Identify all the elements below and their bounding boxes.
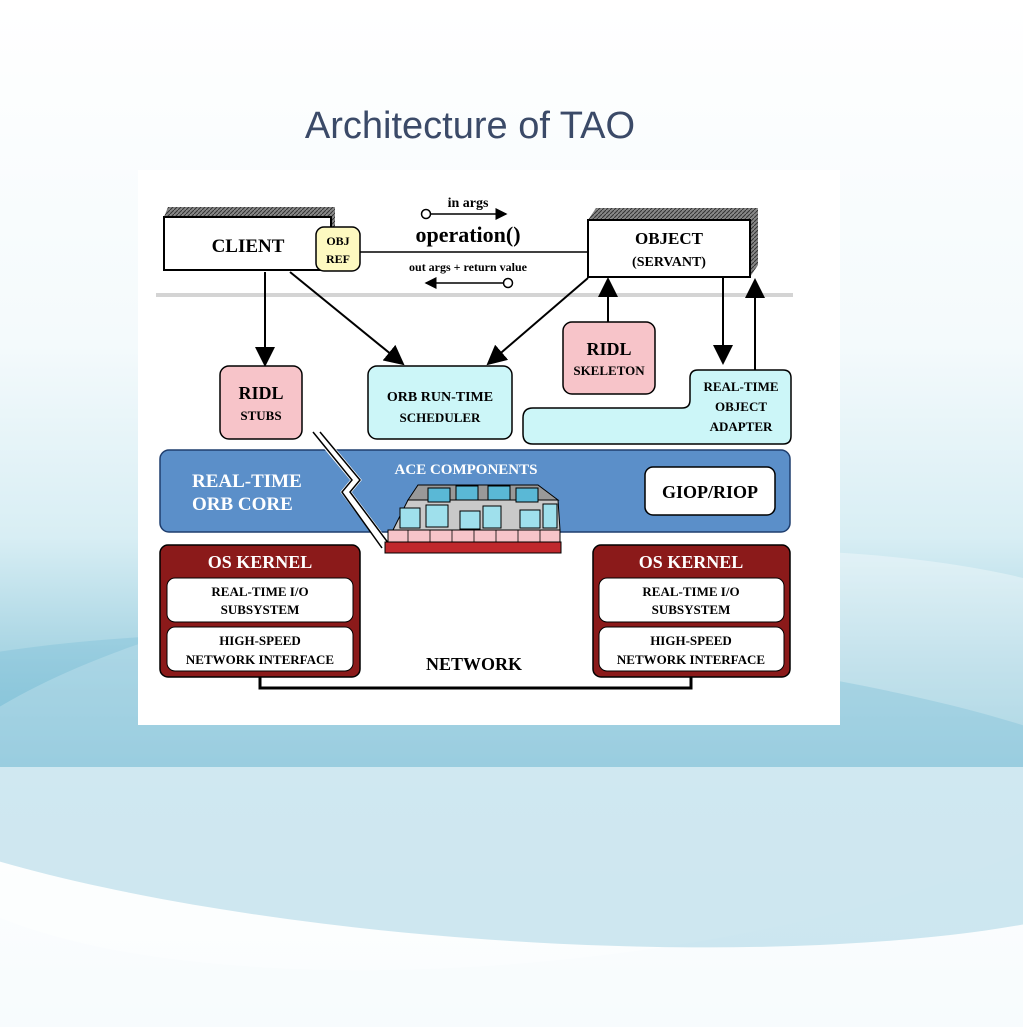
architecture-diagram: CLIENT OBJ REF in args operation() out a…: [156, 196, 793, 690]
arrow-client-orb: [289, 271, 405, 366]
object-label: OBJECT: [635, 229, 704, 248]
os-kernel-left: OS KERNEL REAL-TIME I/O SUBSYSTEM HIGH-S…: [159, 544, 361, 678]
svg-text:STUBS: STUBS: [240, 408, 281, 423]
svg-text:ADAPTER: ADAPTER: [710, 419, 773, 434]
object-adapter-box: REAL-TIME OBJECT ADAPTER: [522, 369, 792, 445]
network-label: NETWORK: [426, 654, 522, 674]
client-box: CLIENT: [163, 207, 335, 271]
svg-text:RIDL: RIDL: [238, 383, 283, 403]
svg-text:REAL-TIME I/O: REAL-TIME I/O: [211, 584, 308, 599]
svg-text:OBJECT: OBJECT: [715, 399, 767, 414]
ace-components-label: ACE COMPONENTS: [395, 462, 538, 478]
svg-text:REF: REF: [326, 252, 350, 266]
svg-text:SUBSYSTEM: SUBSYSTEM: [652, 602, 731, 617]
svg-text:REAL-TIME: REAL-TIME: [192, 471, 302, 492]
ace-components-graphic: [384, 484, 562, 554]
object-box: OBJECT (SERVANT): [587, 208, 758, 278]
svg-text:REAL-TIME: REAL-TIME: [703, 379, 778, 394]
network-link: [258, 677, 693, 690]
giop-riop-box: GIOP/RIOP: [644, 466, 776, 516]
svg-text:OBJ: OBJ: [326, 234, 349, 248]
svg-text:OS KERNEL: OS KERNEL: [208, 552, 313, 572]
slide-title: Architecture of TAO: [304, 105, 636, 147]
ridl-stubs-box: RIDL STUBS: [219, 365, 303, 440]
svg-text:OS KERNEL: OS KERNEL: [639, 552, 744, 572]
ridl-skeleton-box: RIDL SKELETON: [562, 321, 656, 395]
svg-text:ORB RUN-TIME: ORB RUN-TIME: [387, 390, 493, 405]
orb-scheduler-box: ORB RUN-TIME SCHEDULER: [367, 365, 513, 440]
svg-text:NETWORK INTERFACE: NETWORK INTERFACE: [617, 652, 765, 667]
servant-label: (SERVANT): [632, 255, 706, 270]
operation-call: in args operation() out args + return va…: [360, 196, 588, 289]
svg-text:NETWORK INTERFACE: NETWORK INTERFACE: [186, 652, 334, 667]
architecture-figure: CLIENT OBJ REF in args operation() out a…: [138, 170, 840, 725]
break-line: [312, 431, 383, 549]
svg-text:SKELETON: SKELETON: [573, 363, 645, 378]
svg-text:HIGH-SPEED: HIGH-SPEED: [219, 633, 301, 648]
operation-label: operation(): [415, 222, 520, 247]
obj-ref-badge: OBJ REF: [315, 226, 361, 272]
in-args-label: in args: [448, 196, 489, 211]
svg-text:RIDL: RIDL: [586, 339, 631, 359]
arrow-object-orb: [486, 277, 589, 366]
svg-text:ORB CORE: ORB CORE: [192, 494, 293, 515]
break-gap: [312, 429, 392, 551]
svg-text:GIOP/RIOP: GIOP/RIOP: [662, 482, 758, 502]
svg-text:HIGH-SPEED: HIGH-SPEED: [650, 633, 732, 648]
svg-text:SUBSYSTEM: SUBSYSTEM: [221, 602, 300, 617]
os-kernel-right: OS KERNEL REAL-TIME I/O SUBSYSTEM HIGH-S…: [592, 544, 791, 678]
svg-text:SCHEDULER: SCHEDULER: [400, 410, 482, 425]
svg-text:REAL-TIME I/O: REAL-TIME I/O: [642, 584, 739, 599]
client-label: CLIENT: [212, 236, 285, 257]
out-args-label: out args + return value: [409, 260, 528, 274]
